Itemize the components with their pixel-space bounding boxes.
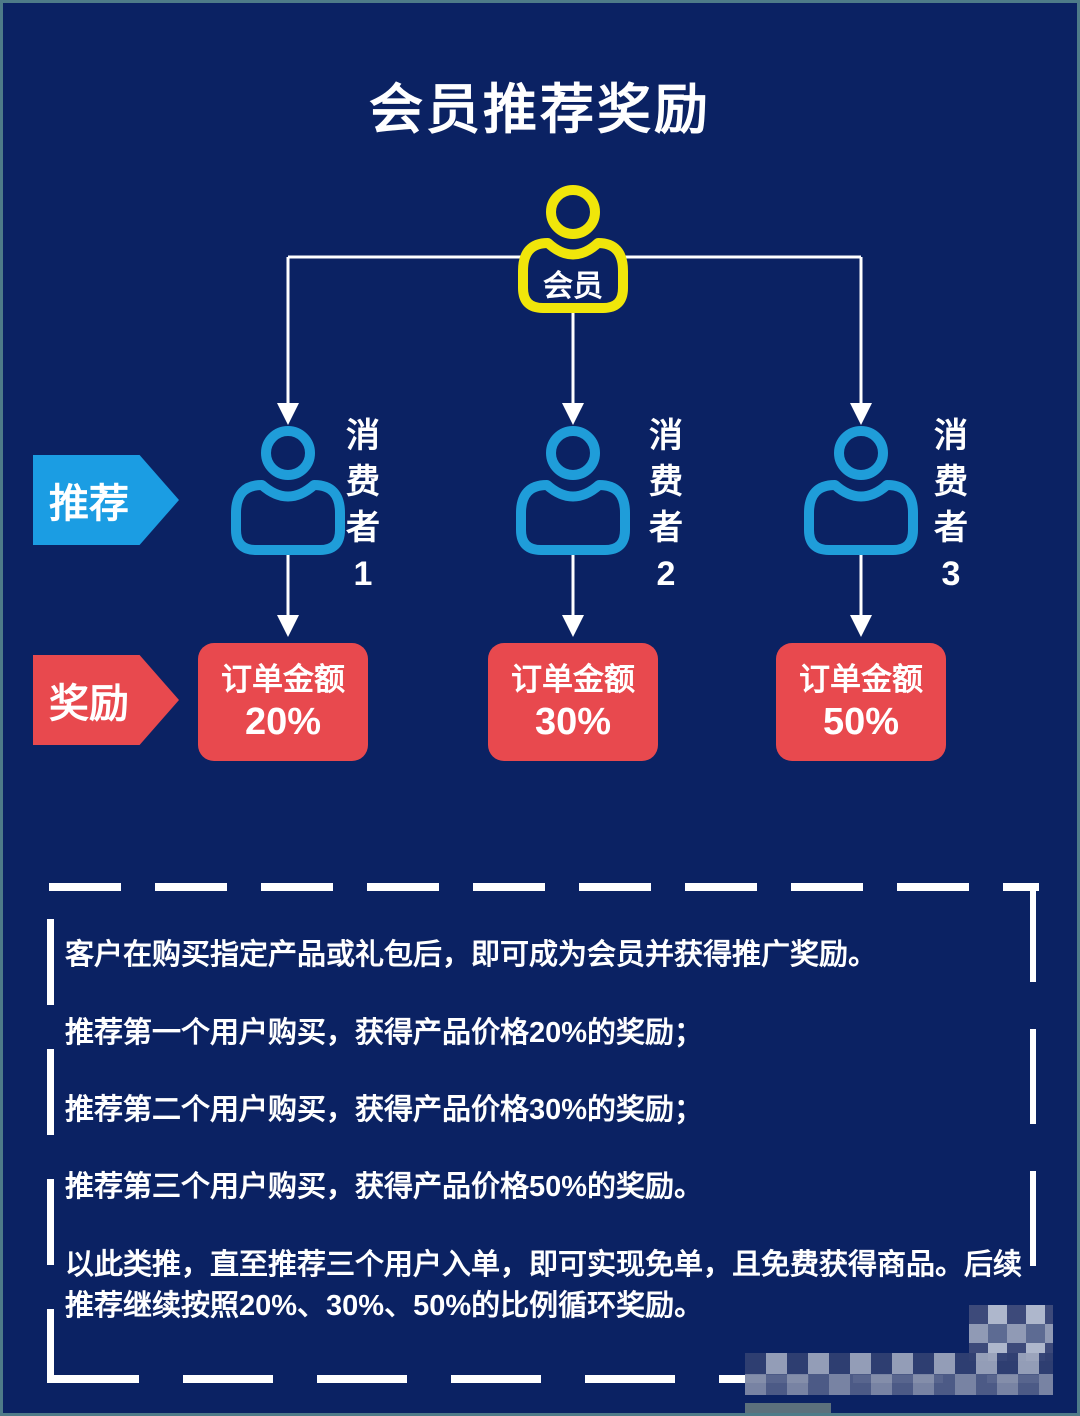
consumer-2-char: 费 xyxy=(649,463,683,501)
reward-box-3-value: 50% xyxy=(822,700,900,743)
note-paragraph-2: 推荐第一个用户购买，获得产品价格20%的奖励； xyxy=(65,1017,704,1049)
note-paragraph-1: 客户在购买指定产品或礼包后，即可成为会员并获得推广奖励。 xyxy=(65,939,878,971)
consumer-2-number: 2 xyxy=(656,555,676,593)
consumer-1-char: 费 xyxy=(346,463,380,501)
down-arrow-icons xyxy=(277,403,872,637)
reward-box-2-value: 30% xyxy=(534,700,612,743)
consumer-3-char: 费 xyxy=(934,463,968,501)
reward-box-3: 订单金额 50% xyxy=(776,643,946,761)
reward-box-2-title: 订单金额 xyxy=(511,661,635,697)
referral-tag-label: 推荐 xyxy=(49,482,129,526)
note-paragraph-5: 以此类推，直至推荐三个用户入单，即可实现免单，且免费获得商品。后续 推荐继续按照… xyxy=(65,1249,1023,1322)
consumer-2-label: 消 费 者 2 xyxy=(643,419,689,591)
dashed-border-top xyxy=(49,883,1039,891)
reward-box-2: 订单金额 30% xyxy=(488,643,658,761)
page-title: 会员推荐奖励 xyxy=(369,80,711,140)
consumer-2-char: 消 xyxy=(649,417,683,455)
dashed-border-right xyxy=(1030,887,1036,1283)
consumer-1-number: 1 xyxy=(353,555,373,593)
consumer-3-label: 消 费 者 3 xyxy=(928,419,974,591)
note-paragraph-4: 推荐第三个用户购买，获得产品价格50%的奖励。 xyxy=(65,1171,704,1203)
consumer-3-person-icon xyxy=(804,426,918,555)
member-label: 会员 xyxy=(543,270,603,303)
reward-box-1-title: 订单金额 xyxy=(221,661,345,697)
blurred-watermark-strip xyxy=(745,1353,1053,1395)
blurred-watermark-block xyxy=(969,1305,1053,1361)
consumer-1-char: 消 xyxy=(346,417,380,455)
note-paragraph-3: 推荐第二个用户购买，获得产品价格30%的奖励； xyxy=(65,1094,704,1126)
reward-tag-label: 奖励 xyxy=(49,682,129,726)
consumer-1-char: 者 xyxy=(346,509,380,547)
dashed-border-left xyxy=(47,919,54,1383)
consumer-1-label: 消 费 者 1 xyxy=(340,419,386,591)
consumer-3-char: 者 xyxy=(934,509,968,547)
connector-lines xyxy=(231,185,918,637)
reward-box-1-value: 20% xyxy=(244,700,322,743)
member-person-icon xyxy=(518,185,628,313)
reward-box-1: 订单金额 20% xyxy=(198,643,368,761)
consumer-3-char: 消 xyxy=(934,417,968,455)
consumer-1-person-icon xyxy=(231,426,345,555)
dashed-border-bottom xyxy=(49,1375,1039,1383)
reward-box-3-title: 订单金额 xyxy=(799,661,923,697)
consumer-2-char: 者 xyxy=(649,509,683,547)
consumer-3-number: 3 xyxy=(941,555,961,593)
consumer-2-person-icon xyxy=(516,426,630,555)
blurred-watermark-edge xyxy=(745,1403,831,1413)
